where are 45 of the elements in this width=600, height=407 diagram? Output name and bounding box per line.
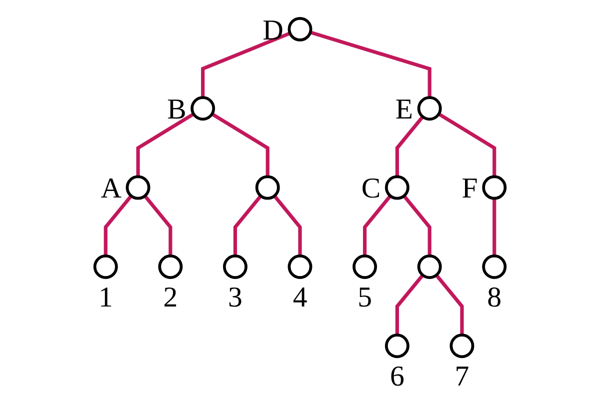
node-circle xyxy=(384,175,410,200)
node-circle xyxy=(417,96,442,121)
connector xyxy=(362,194,392,256)
node-circle xyxy=(482,175,507,200)
node-circle xyxy=(288,16,312,42)
node-circle xyxy=(417,254,442,279)
connector xyxy=(435,274,464,336)
node-circle xyxy=(158,254,183,279)
node-label: 8 xyxy=(487,281,502,314)
node-label: 7 xyxy=(454,360,470,392)
node-label: 4 xyxy=(292,281,308,314)
connector xyxy=(395,116,424,177)
connector xyxy=(310,30,432,98)
connector xyxy=(438,112,496,177)
node-label: F xyxy=(462,172,478,205)
node-circle xyxy=(255,175,280,200)
node-circle xyxy=(384,334,410,358)
connector xyxy=(201,32,291,98)
node-label: D xyxy=(262,14,284,46)
node-label: 5 xyxy=(358,281,372,314)
connector xyxy=(273,194,302,256)
node-circle xyxy=(126,175,150,200)
node-label: 1 xyxy=(98,281,113,314)
connector xyxy=(395,274,424,336)
node-label: C xyxy=(361,172,381,205)
node-circle xyxy=(93,254,118,279)
connector xyxy=(211,112,270,177)
node-circle xyxy=(482,254,507,279)
node-label: 2 xyxy=(163,281,178,314)
node-label: B xyxy=(167,93,186,126)
node-circle xyxy=(190,96,216,121)
connector xyxy=(402,194,432,256)
connector xyxy=(143,194,172,256)
node-circle xyxy=(288,254,312,279)
connector xyxy=(492,198,496,256)
node-circle xyxy=(450,334,474,358)
connector xyxy=(136,112,195,177)
connector xyxy=(233,194,262,256)
node-label: 3 xyxy=(228,281,242,314)
node-label: 6 xyxy=(390,360,404,392)
node-circle xyxy=(352,254,378,279)
node-label: A xyxy=(100,172,122,205)
node-label: E xyxy=(395,93,414,126)
connector xyxy=(104,194,133,256)
node-circle xyxy=(222,254,248,279)
